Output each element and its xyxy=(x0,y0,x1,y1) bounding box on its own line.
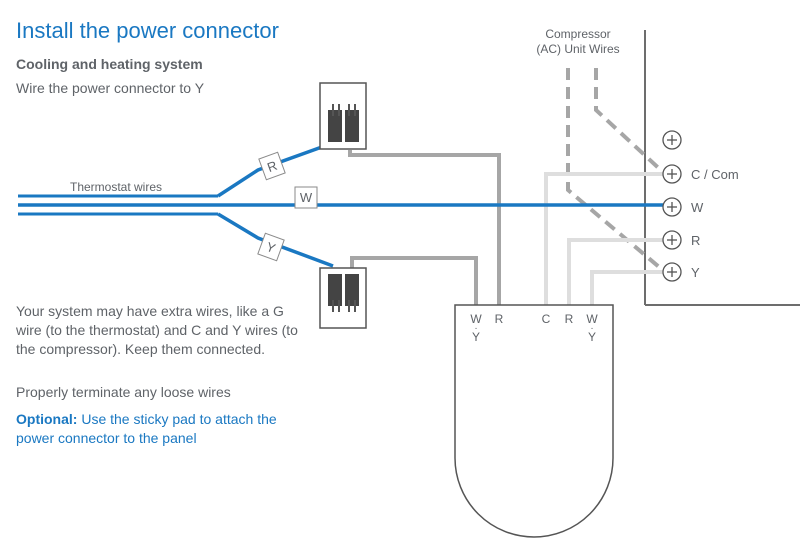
connector-label-w: W xyxy=(470,312,482,326)
terminal-c-com xyxy=(662,164,682,184)
terminal-label-w: W xyxy=(691,200,704,215)
connector-label-w-right: W xyxy=(586,312,598,326)
terminal-y xyxy=(662,262,682,282)
r-wire-tag: R xyxy=(258,151,286,181)
page-subtitle: Cooling and heating system xyxy=(16,56,203,72)
connector-label-y-right: Y xyxy=(588,330,596,344)
compressor-label-line1: Compressor xyxy=(545,27,610,41)
compressor-label-line2: (AC) Unit Wires xyxy=(536,42,619,56)
extra-wires-note: Your system may have extra wires, like a… xyxy=(16,303,298,357)
adapter-clip-bottom xyxy=(319,267,367,329)
r-wire-panel xyxy=(567,238,665,305)
w-wire-tag: W xyxy=(294,186,318,209)
y-wire-panel xyxy=(590,270,665,305)
w-wire-tag-label: W xyxy=(300,190,313,205)
c-wire xyxy=(544,172,665,305)
compressor-wire-dashed-1 xyxy=(594,68,667,176)
r-adapter-wire xyxy=(348,150,501,305)
terminate-note: Properly terminate any loose wires xyxy=(16,384,231,400)
terminal-label-c-com: C / Com xyxy=(691,167,739,182)
optional-label: Optional: xyxy=(16,411,78,427)
connector-label-r-right: R xyxy=(565,312,574,326)
optional-text: Use the sticky pad to attach the power c… xyxy=(16,411,277,446)
page-title: Install the power connector xyxy=(16,18,279,43)
terminal-r xyxy=(662,230,682,250)
connector-label-r-left: R xyxy=(495,312,504,326)
connector-dot-left: · xyxy=(474,323,477,334)
terminal-unlabeled xyxy=(662,130,682,150)
terminal-label-y: Y xyxy=(691,265,700,280)
y-wire-tag: Y xyxy=(257,232,285,262)
thermostat-wires-label: Thermostat wires xyxy=(70,180,162,194)
connector-dot-right: · xyxy=(590,323,593,334)
connector-label-y: Y xyxy=(472,330,480,344)
y-adapter-wire xyxy=(350,256,478,305)
connector-label-c: C xyxy=(542,312,551,326)
instruction-text: Wire the power connector to Y xyxy=(16,80,205,96)
compressor-wire-dashed-2 xyxy=(566,68,667,274)
terminal-label-r: R xyxy=(691,233,700,248)
power-connector-body xyxy=(454,304,614,538)
thermostat-wire-bundle xyxy=(18,141,665,268)
adapter-clip-top xyxy=(319,82,367,150)
terminal-w xyxy=(662,197,682,217)
optional-note: Optional: Use the sticky pad to attach t… xyxy=(16,410,286,448)
